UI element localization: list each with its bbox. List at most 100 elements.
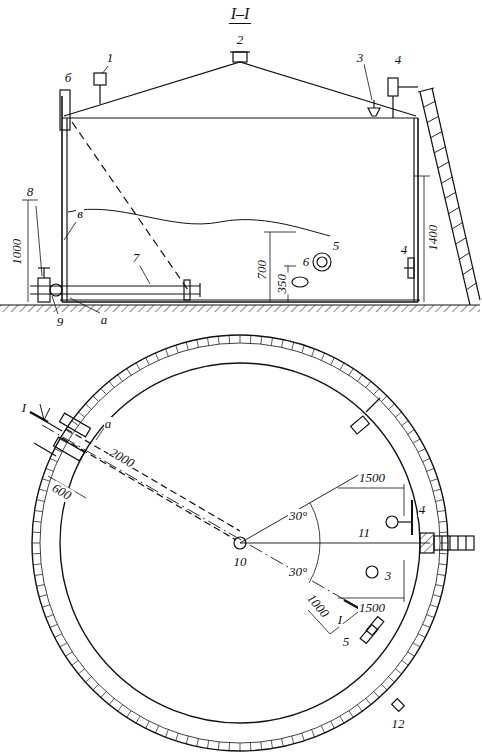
- stroke: [374, 692, 379, 698]
- callout-number: 4: [418, 503, 427, 517]
- stroke: [260, 742, 262, 750]
- stroke: [433, 489, 441, 491]
- stroke: [260, 336, 262, 344]
- stroke: [349, 711, 353, 718]
- stroke: [292, 736, 294, 744]
- stroke: [37, 585, 45, 587]
- stroke: [136, 716, 140, 723]
- callout-number: 8: [26, 185, 35, 199]
- dimension: 1000: [304, 591, 332, 621]
- stroke: [427, 615, 434, 618]
- stroke: [302, 733, 304, 741]
- stroke: [439, 521, 447, 523]
- stroke: [431, 131, 443, 137]
- stroke: [32, 532, 40, 533]
- section-mark: I: [21, 401, 27, 415]
- stroke: [207, 741, 208, 749]
- stroke: [50, 458, 57, 461]
- stroke: [176, 733, 178, 741]
- stroke: [146, 358, 150, 365]
- stroke: [430, 605, 438, 607]
- stroke: [427, 468, 434, 471]
- stroke: [349, 369, 353, 376]
- stroke: [176, 345, 178, 353]
- stroke: [436, 500, 444, 502]
- stroke: [389, 677, 395, 682]
- stroke: [282, 340, 284, 348]
- section-title: I–I: [229, 5, 252, 24]
- stroke: [463, 268, 473, 275]
- stroke: [39, 595, 47, 597]
- dimension: 1400: [426, 224, 440, 252]
- stroke: [395, 412, 401, 417]
- dimension: 1000: [10, 238, 24, 266]
- stroke: [433, 595, 441, 597]
- dimension: 1500: [358, 601, 386, 615]
- stroke: [381, 396, 387, 402]
- stroke: [78, 669, 84, 674]
- stroke: [402, 661, 408, 666]
- angle-label: 30°: [288, 509, 308, 523]
- callout-letter: в: [76, 207, 84, 221]
- stroke: [381, 684, 387, 690]
- stroke: [155, 726, 158, 733]
- stroke: [452, 222, 463, 229]
- stroke: [366, 381, 371, 387]
- callout-letter: б: [64, 71, 73, 85]
- stroke: [445, 192, 456, 199]
- stroke: [186, 342, 188, 350]
- stroke: [418, 634, 425, 638]
- callout-number: 12: [391, 717, 406, 731]
- stroke: [250, 743, 251, 751]
- stroke: [218, 742, 220, 750]
- stroke: [146, 721, 150, 728]
- stroke: [440, 553, 448, 554]
- stroke: [439, 563, 447, 565]
- stroke: [165, 349, 168, 356]
- stroke: [449, 207, 460, 214]
- stroke: [101, 692, 106, 698]
- stroke: [302, 345, 304, 353]
- stroke: [66, 652, 73, 656]
- stroke: [408, 430, 415, 434]
- stroke: [366, 698, 371, 704]
- dimension: 700: [255, 259, 269, 281]
- stroke: [402, 421, 408, 426]
- stroke: [430, 479, 438, 481]
- stroke: [292, 342, 294, 350]
- callout-number: 9: [56, 315, 65, 329]
- stroke: [440, 543, 448, 544]
- stroke: [35, 510, 43, 511]
- stroke: [374, 388, 379, 394]
- stroke: [358, 375, 363, 381]
- stroke: [60, 643, 67, 647]
- stroke: [271, 338, 272, 346]
- stroke: [321, 726, 324, 733]
- stroke: [427, 116, 439, 122]
- stroke: [165, 730, 168, 737]
- callout-number: 3: [384, 569, 393, 583]
- dimension: 1500: [358, 471, 386, 485]
- stroke: [438, 574, 446, 575]
- callout-number: 4: [394, 53, 403, 67]
- stroke: [358, 705, 363, 711]
- stroke: [46, 468, 53, 471]
- callout-number: 6: [302, 255, 311, 269]
- stroke: [127, 711, 131, 718]
- stroke: [109, 381, 114, 387]
- stroke: [434, 147, 445, 153]
- stroke: [250, 335, 251, 343]
- callout-number: 7: [132, 251, 141, 265]
- stroke: [78, 412, 84, 417]
- stroke: [32, 553, 40, 554]
- stroke: [395, 669, 401, 674]
- stroke: [42, 479, 50, 481]
- stroke: [271, 741, 272, 749]
- callout-number: 10: [233, 555, 248, 569]
- stroke: [441, 177, 452, 183]
- section-mark: I: [337, 613, 343, 627]
- stroke: [312, 349, 315, 356]
- stroke: [340, 363, 344, 370]
- callout-number: 4: [400, 243, 409, 257]
- dimension: 600: [49, 481, 74, 504]
